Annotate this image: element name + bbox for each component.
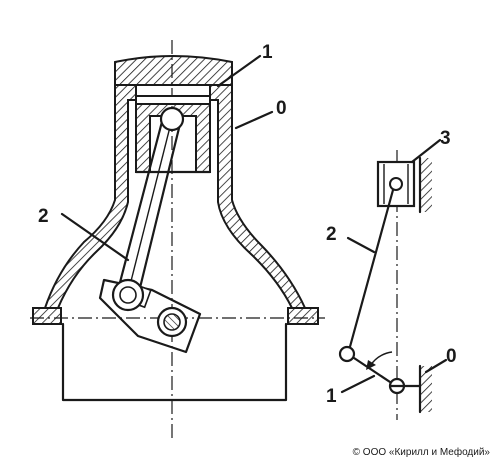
crank-pin-inner xyxy=(119,286,137,304)
label-scheme-slider: 3 xyxy=(440,128,451,149)
connecting-rod-centerline xyxy=(127,118,173,294)
label-scheme-rod: 2 xyxy=(326,224,337,245)
label-scheme-frame: 0 xyxy=(446,346,457,367)
left-flange xyxy=(32,307,62,325)
label-scheme-crank: 1 xyxy=(326,386,337,407)
slider-pin xyxy=(389,177,403,191)
crank-web xyxy=(98,278,202,354)
right-flange xyxy=(287,307,319,325)
label-engine-cylinder: 0 xyxy=(276,98,287,119)
leader-engine-cylinder xyxy=(234,110,274,130)
kinematic-scheme: 3 2 0 1 xyxy=(326,128,457,420)
guide-frame-hatch xyxy=(420,158,432,212)
main-journal-inner xyxy=(163,313,181,331)
crankcase-right-wall xyxy=(209,84,307,309)
cylinder-head xyxy=(114,55,233,86)
engine-section: 1 0 2 xyxy=(30,40,325,440)
scheme-crank xyxy=(346,352,398,388)
scheme-rod xyxy=(346,188,395,356)
leader-engine-piston xyxy=(216,54,262,88)
leader-scheme-slider xyxy=(410,138,442,164)
ground-hatch xyxy=(420,366,432,412)
rotation-arrowhead xyxy=(366,360,376,370)
leader-scheme-rod xyxy=(346,236,376,254)
crankcase-lower-box xyxy=(61,322,288,402)
label-engine-rod: 2 xyxy=(38,206,49,227)
rod-crank-joint xyxy=(338,345,356,363)
leader-scheme-crank xyxy=(340,374,376,394)
leader-scheme-frame xyxy=(424,358,448,374)
label-engine-piston: 1 xyxy=(262,42,273,63)
piston-pin xyxy=(159,106,185,132)
copyright-text: © ООО «Кирилл и Мефодий» xyxy=(353,446,491,458)
leader-engine-rod xyxy=(60,212,130,262)
piston-top-band xyxy=(135,95,211,105)
